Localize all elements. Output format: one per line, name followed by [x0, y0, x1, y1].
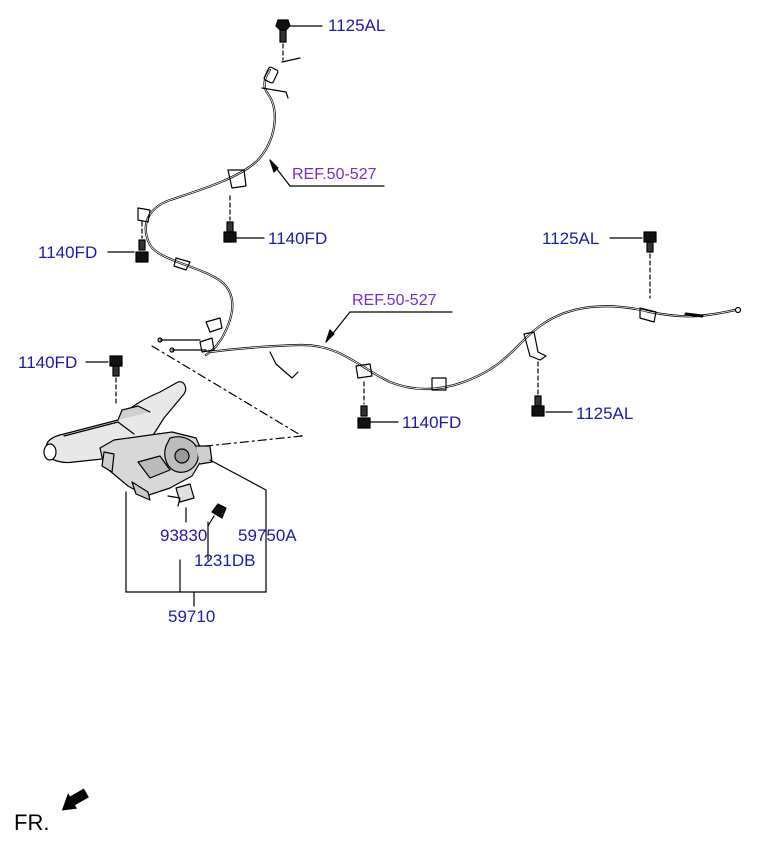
- front-direction-label: FR.: [14, 810, 50, 835]
- bolt-1140fd-mid-upper: [223, 195, 265, 243]
- label-1231db[interactable]: 1231DB: [194, 551, 256, 570]
- front-direction-arrow-icon: [61, 788, 89, 811]
- dash-guide-upper: [151, 345, 303, 437]
- bolt-1125al-top: [275, 19, 323, 61]
- label-1140fd-mid-lower[interactable]: 1140FD: [402, 413, 462, 432]
- ref-lower-leader: [325, 311, 453, 343]
- label-59750a[interactable]: 59750A: [238, 526, 297, 545]
- right-parking-cable: [208, 305, 742, 391]
- bolt-1140fd-left-upper: [107, 221, 149, 263]
- ref-upper-leader: [269, 159, 385, 187]
- label-1125al-right-top[interactable]: 1125AL: [542, 229, 600, 248]
- bolt-1125al-right-top: [609, 231, 657, 299]
- label-1140fd-left-lower[interactable]: 1140FD: [18, 353, 78, 372]
- parking-brake-lever: [43, 381, 213, 501]
- dash-guide-lower: [205, 435, 303, 447]
- bracket-93830: [167, 483, 195, 507]
- label-1125al-right-bottom[interactable]: 1125AL: [576, 404, 634, 423]
- left-parking-cable: [137, 57, 301, 357]
- label-93830[interactable]: 93830: [160, 526, 208, 545]
- bolt-1125al-right-bottom: [531, 361, 573, 417]
- label-1140fd-mid-upper[interactable]: 1140FD: [268, 229, 328, 248]
- part-leader-lines: [125, 459, 267, 607]
- bolt-1140fd-mid-lower: [357, 381, 399, 429]
- ref-label-upper[interactable]: REF.50-527: [292, 166, 377, 183]
- bolt-1231db: [207, 503, 227, 527]
- bolt-1140fd-left-lower: [85, 355, 123, 405]
- label-1125al-top[interactable]: 1125AL: [328, 16, 386, 35]
- label-59710[interactable]: 59710: [168, 607, 216, 626]
- label-1140fd-left-upper[interactable]: 1140FD: [38, 243, 98, 262]
- ref-label-lower[interactable]: REF.50-527: [352, 292, 437, 309]
